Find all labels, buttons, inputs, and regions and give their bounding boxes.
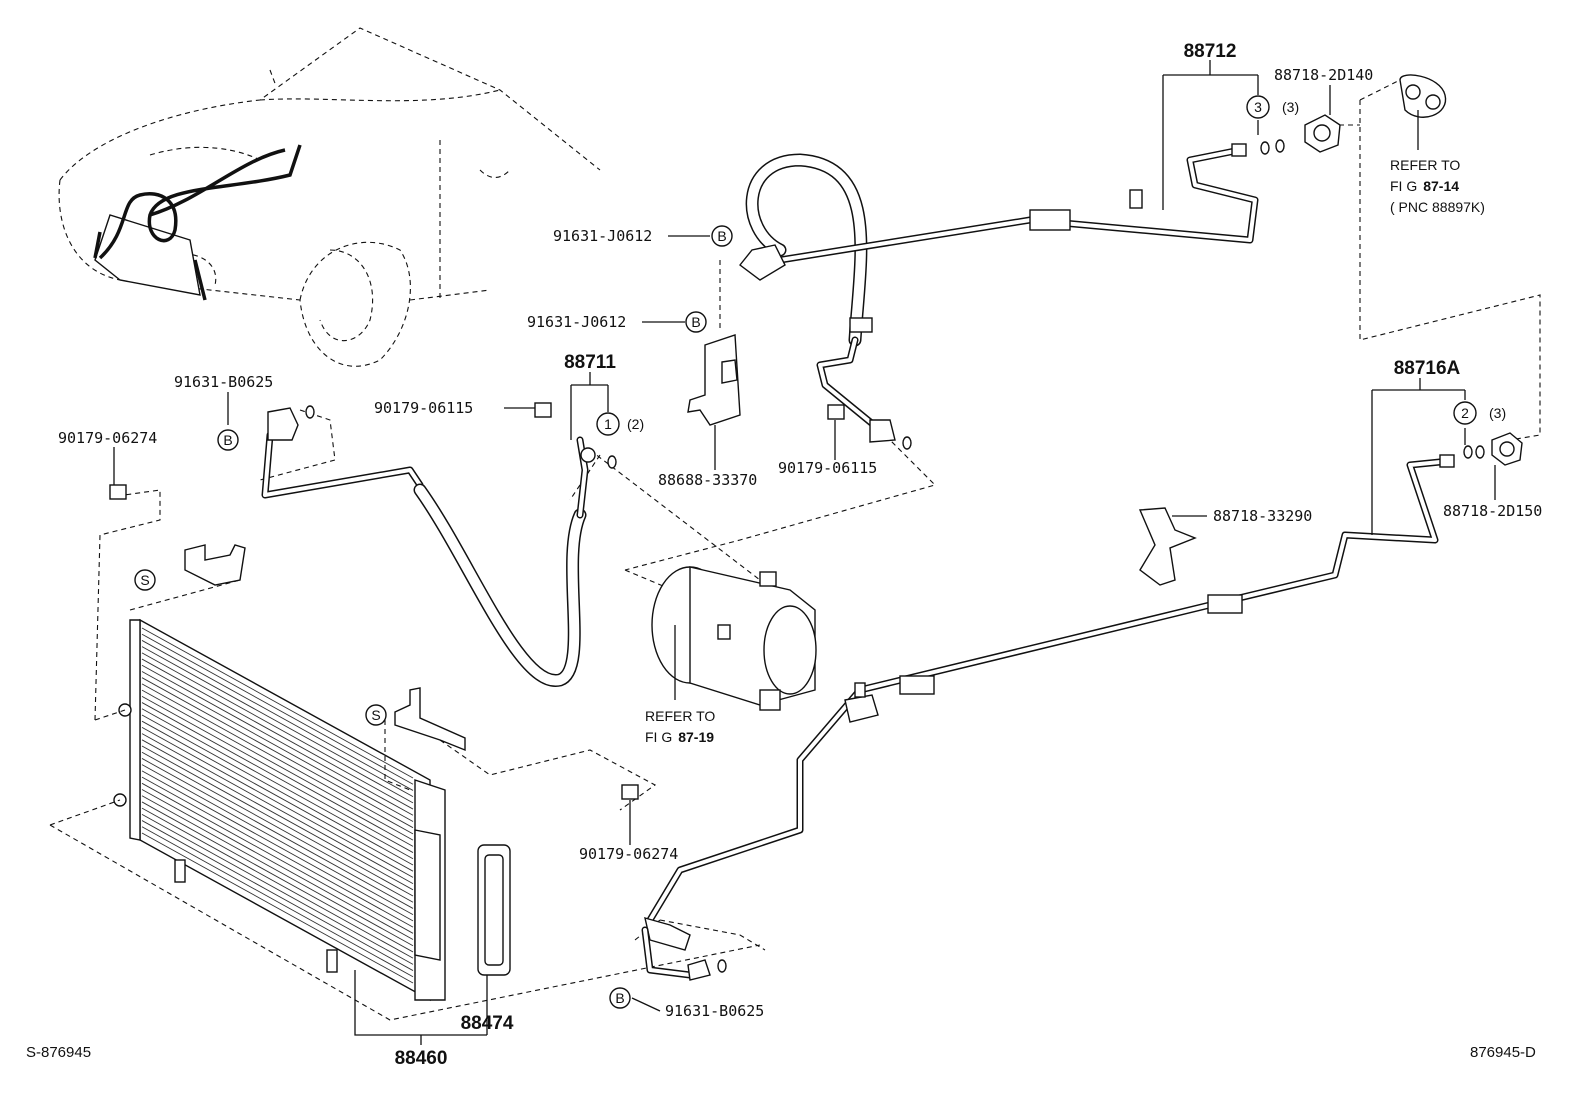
label-91631-j0612: 91631-J0612	[553, 227, 652, 245]
label-91631-b0625: 91631-B0625	[174, 373, 273, 391]
b-marker: B	[711, 225, 733, 247]
s-marker: S	[365, 704, 387, 726]
label-90179-06115: 90179-06115	[374, 399, 473, 417]
condenser-88460	[113, 618, 446, 1002]
vehicle-outline	[58, 27, 601, 367]
vehicle-ac-lines	[93, 144, 302, 301]
bolt-90179-06274-a	[109, 484, 127, 500]
svg-text:B: B	[717, 228, 726, 244]
label-88712: 88712	[1184, 41, 1237, 62]
svg-text:(2): (2)	[627, 416, 644, 432]
label-88474: 88474	[461, 1013, 514, 1034]
grommet	[1399, 74, 1447, 118]
callout-3: 3 (3)	[1246, 95, 1299, 119]
svg-text:2: 2	[1461, 405, 1469, 421]
svg-text:FI G87-14: FI G87-14	[1390, 178, 1459, 194]
bracket-lower	[394, 687, 466, 752]
svg-text:1: 1	[604, 416, 612, 432]
clamp-88718-33290	[1138, 507, 1197, 586]
nut-88718-2d150	[1491, 432, 1523, 466]
b-marker: B	[609, 987, 631, 1009]
bolt-90179-06115-b	[827, 404, 845, 420]
label-90179-06274: 90179-06274	[579, 845, 678, 863]
label-88688-33370: 88688-33370	[658, 471, 757, 489]
label-90179-06274: 90179-06274	[58, 429, 157, 447]
label-91631-b0625: 91631-B0625	[665, 1002, 764, 1020]
receiver-88474	[477, 844, 511, 976]
label-88718-33290: 88718-33290	[1213, 507, 1312, 525]
label-88718-2d150: 88718-2D150	[1443, 502, 1542, 520]
callout-1: 1 (2)	[596, 412, 644, 436]
bolt-90179-06115-a	[534, 402, 552, 418]
nut-88718-2d140	[1304, 114, 1341, 153]
svg-text:REFER TO: REFER TO	[1390, 157, 1460, 173]
svg-text:B: B	[691, 314, 700, 330]
svg-text:3: 3	[1254, 99, 1262, 115]
label-88711: 88711	[564, 352, 616, 373]
condenser-fins	[141, 627, 414, 984]
svg-text:B: B	[615, 990, 624, 1006]
bracket-88688-33370	[687, 334, 741, 426]
hose-88711	[261, 405, 617, 687]
b-marker: B	[685, 311, 707, 333]
label-88718-2d140: 88718-2D140	[1274, 66, 1373, 84]
hose-88712	[739, 139, 1285, 450]
svg-text:S: S	[140, 572, 149, 588]
svg-text:B: B	[223, 432, 232, 448]
label-91631-j0612: 91631-J0612	[527, 313, 626, 331]
bolt-90179-06274-b	[621, 784, 639, 800]
pipe-88716a	[641, 445, 1485, 981]
b-marker: B	[217, 429, 239, 451]
svg-text:( PNC 88897K): ( PNC 88897K)	[1390, 199, 1485, 215]
footer-left-code: S-876945	[26, 1044, 91, 1061]
svg-text:S: S	[371, 707, 380, 723]
label-88716a: 88716A	[1394, 358, 1461, 379]
s-marker: S	[134, 569, 156, 591]
svg-text:REFER TO: REFER TO	[645, 708, 715, 724]
svg-text:(3): (3)	[1282, 99, 1299, 115]
compressor	[651, 566, 817, 711]
svg-text:FI G87-19: FI G87-19	[645, 729, 714, 745]
label-90179-06115: 90179-06115	[778, 459, 877, 477]
label-88460: 88460	[395, 1048, 448, 1069]
bracket-upper	[184, 544, 246, 586]
svg-text:(3): (3)	[1489, 405, 1506, 421]
callout-2: 2 (3)	[1453, 401, 1506, 425]
footer-right-code: 876945-D	[1470, 1044, 1536, 1061]
